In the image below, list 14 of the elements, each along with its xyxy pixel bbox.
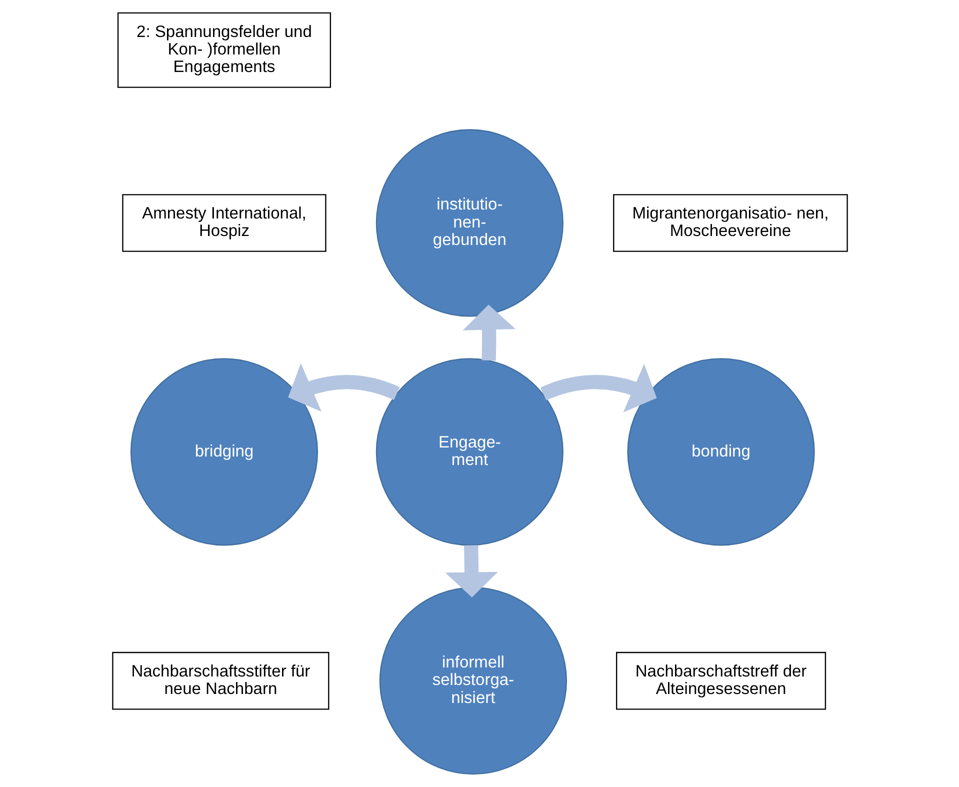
arrow xyxy=(444,545,498,598)
arrow xyxy=(288,363,400,412)
node-circle: Engage- ment xyxy=(375,358,563,546)
node-box: Amnesty International, Hospiz xyxy=(122,194,326,252)
node-box: 2: Spannungsfelder und Kon- )formellen Engagements xyxy=(116,12,331,88)
arrow xyxy=(462,304,516,361)
node-circle: institutio- nen- gebunden xyxy=(375,129,563,317)
node-circle: bridging xyxy=(130,358,318,546)
arrow xyxy=(540,364,656,412)
node-box: Nachbarschaftsstifter für neue Nachbarn xyxy=(112,652,329,710)
node-circle: informell selbstorga- nisiert xyxy=(378,587,567,775)
node-box: Migrantenorganisatio- nen, Moscheevereine xyxy=(612,194,848,252)
node-circle: bonding xyxy=(626,358,814,546)
node-box: Nachbarschaftstreff der Alteingesessenen xyxy=(616,652,826,710)
